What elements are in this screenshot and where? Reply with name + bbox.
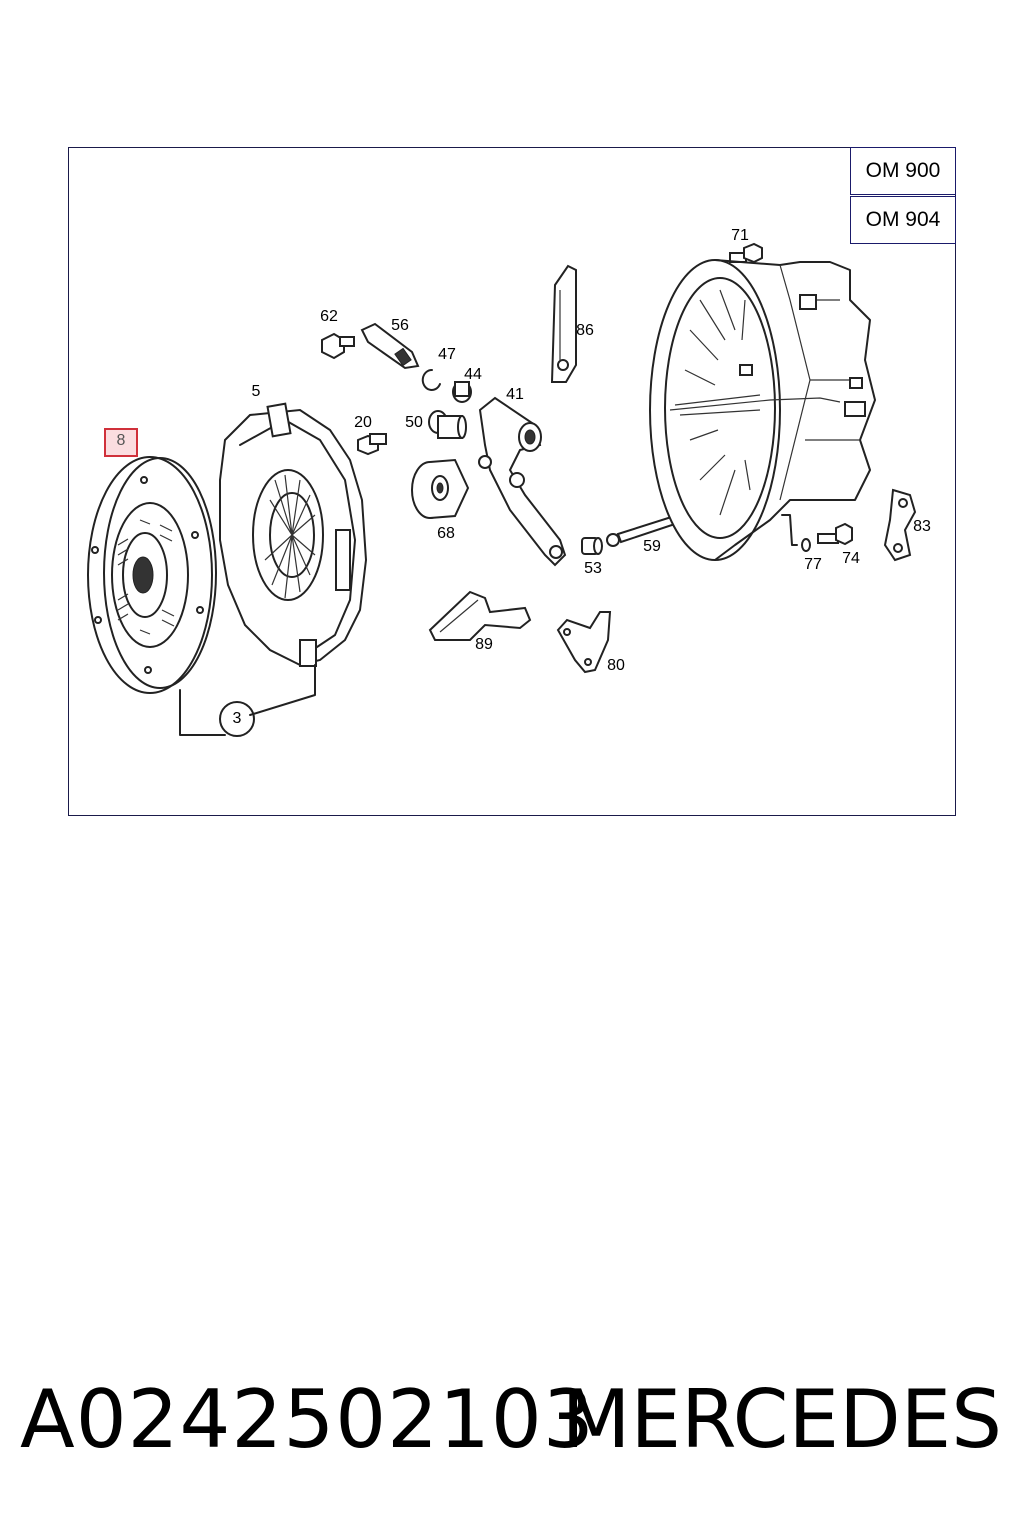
callout-89[interactable]: 89 xyxy=(475,636,493,653)
callout-53[interactable]: 53 xyxy=(584,560,602,577)
callout-71[interactable]: 71 xyxy=(731,227,749,244)
callout-80[interactable]: 80 xyxy=(607,657,625,674)
washer-77-drawing[interactable] xyxy=(801,538,811,552)
callout-5[interactable]: 5 xyxy=(251,383,261,400)
footer: A0242502103 MERCEDES xyxy=(0,1370,1024,1470)
callout-3-circle xyxy=(219,701,255,737)
callout-74[interactable]: 74 xyxy=(842,550,860,567)
pin-56-drawing[interactable] xyxy=(360,322,420,370)
callout-62[interactable]: 62 xyxy=(320,308,338,325)
callout-56[interactable]: 56 xyxy=(391,317,409,334)
variant-om-900[interactable]: OM 900 xyxy=(850,147,956,195)
bracket-89-drawing[interactable] xyxy=(428,590,532,641)
callout-59[interactable]: 59 xyxy=(643,538,661,555)
callout-3-leader xyxy=(179,664,316,736)
gearbox-housing-drawing[interactable] xyxy=(649,259,876,561)
callout-3[interactable]: 3 xyxy=(232,710,242,727)
callout-44[interactable]: 44 xyxy=(464,366,482,383)
release-fork-41-drawing[interactable] xyxy=(478,396,567,567)
sleeve-50-drawing[interactable] xyxy=(428,410,467,439)
callout-41[interactable]: 41 xyxy=(506,386,524,403)
brand-name: MERCEDES xyxy=(561,1373,1002,1466)
bolt-20-drawing[interactable] xyxy=(357,433,387,456)
ring-47-drawing[interactable] xyxy=(421,368,441,391)
callout-77-leader xyxy=(781,514,798,546)
clutch-disc-drawing[interactable] xyxy=(87,456,217,694)
callout-68[interactable]: 68 xyxy=(437,525,455,542)
cap-53-drawing[interactable] xyxy=(581,537,603,555)
diagram-frame xyxy=(68,147,956,816)
bolt-71-drawing[interactable] xyxy=(729,242,763,264)
callout-50[interactable]: 50 xyxy=(405,414,423,431)
pressure-plate-drawing[interactable] xyxy=(219,402,368,667)
bushing-44-drawing[interactable] xyxy=(452,381,472,403)
bolt-62-drawing[interactable] xyxy=(321,332,355,360)
bolt-74-drawing[interactable] xyxy=(817,522,853,546)
part-number: A0242502103 xyxy=(20,1373,595,1466)
callout-47[interactable]: 47 xyxy=(438,346,456,363)
callout-20[interactable]: 20 xyxy=(354,414,372,431)
bracket-83-drawing[interactable] xyxy=(883,488,917,562)
callout-86[interactable]: 86 xyxy=(576,322,594,339)
release-bearing-68-drawing[interactable] xyxy=(411,458,470,519)
callout-83[interactable]: 83 xyxy=(913,518,931,535)
variant-om-904[interactable]: OM 904 xyxy=(850,196,956,244)
callout-77[interactable]: 77 xyxy=(804,556,822,573)
plate-80-drawing[interactable] xyxy=(556,611,612,674)
bracket-86-drawing[interactable] xyxy=(550,264,577,383)
highlighted-callout-label: 8 xyxy=(116,432,126,449)
highlighted-callout-box[interactable] xyxy=(104,428,138,457)
